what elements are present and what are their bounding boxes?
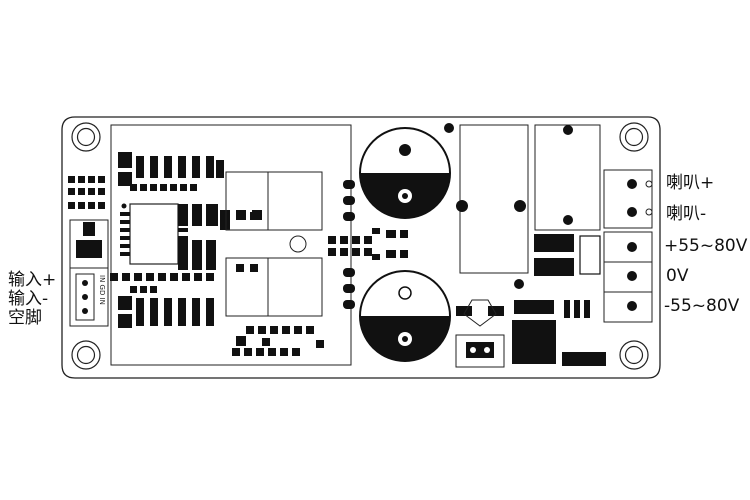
capacitor-lower (359, 270, 451, 362)
label-speaker-minus: 喇叭- (666, 204, 707, 224)
speaker-terminal (603, 169, 653, 229)
smd-components-bottom (232, 326, 324, 356)
smd-components-center (328, 228, 408, 260)
label-speaker-plus: 喇叭+ (666, 173, 715, 193)
board-outline (61, 116, 661, 379)
smd-transistor-pads (236, 212, 258, 272)
capacitor-upper (359, 127, 451, 219)
input-connector (69, 219, 109, 327)
amplifier-section-outline (110, 124, 352, 366)
ic-chip (120, 203, 188, 265)
label-input-plus: 输入+ (8, 270, 57, 290)
label-empty-pin: 空脚 (8, 308, 42, 328)
connector-pin-text: IN GD IN (98, 275, 106, 305)
power-terminal (603, 231, 653, 323)
mounting-hole-bottom-right (619, 340, 649, 370)
power-connector-bottom (455, 299, 505, 368)
mounting-hole-top-left (71, 122, 101, 152)
relay-pins (444, 123, 573, 289)
pin-header (343, 180, 355, 309)
mounting-hole-top-right (619, 122, 649, 152)
mounting-hole-bottom-left (71, 340, 101, 370)
label-supply-zero: 0V (666, 266, 689, 286)
via-hole (289, 235, 307, 253)
smd-right-cluster (456, 234, 606, 366)
label-input-minus: 输入- (8, 289, 49, 309)
relay-block-outline (459, 124, 529, 274)
label-supply-minus: -55~80V (664, 296, 740, 316)
transistor-lower (225, 257, 323, 317)
smd-components-lower (118, 296, 214, 328)
smd-components-upper (68, 152, 224, 209)
label-supply-plus: +55~80V (664, 236, 748, 256)
transistor-upper (225, 171, 323, 231)
inductor-block-outline (534, 124, 601, 231)
